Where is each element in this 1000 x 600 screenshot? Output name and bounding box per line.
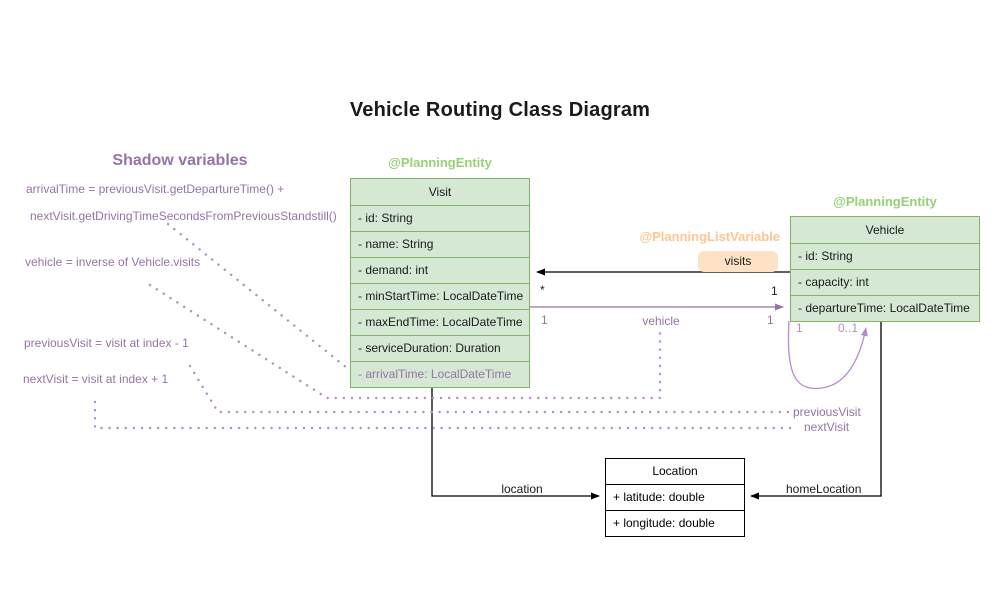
visits-source-multiplicity: 1 xyxy=(771,284,778,298)
previousvisit-edge-label: previousVisit xyxy=(793,405,861,419)
location-class-name: Location xyxy=(652,464,698,478)
visits-target-multiplicity: * xyxy=(540,283,545,297)
vehicle-class-name: Vehicle xyxy=(865,223,905,237)
location-attr-longitude: + longitude: double xyxy=(606,510,744,536)
visit-class-box[interactable]: Visit - id: String - name: String - dema… xyxy=(350,178,530,388)
diagram-title: Vehicle Routing Class Diagram xyxy=(349,99,651,121)
visit-attr-arrivaltime-shadow: - arrivalTime: LocalDateTime xyxy=(351,361,529,387)
vehicle-attr-departuretime: - departureTime: LocalDateTime xyxy=(791,295,979,321)
vehicle-class-box[interactable]: Vehicle - id: String - capacity: int - d… xyxy=(790,216,980,322)
shadow-line-previousvisit: previousVisit = visit at index - 1 xyxy=(24,336,189,350)
visit-attr-demand: - demand: int xyxy=(351,257,529,283)
self-loop-left-multiplicity: 1 xyxy=(796,321,803,335)
visit-attr-maxendtime: - maxEndTime: LocalDateTime xyxy=(351,309,529,335)
shadow-line-vehicle: vehicle = inverse of Vehicle.visits xyxy=(25,255,201,269)
shadow-variables-heading: Shadow variables xyxy=(112,152,248,169)
vehicle-edge-left-multiplicity: 1 xyxy=(541,313,548,327)
home-location-edge-label: homeLocation xyxy=(786,482,862,496)
vehicle-planning-entity-annotation: @PlanningEntity xyxy=(833,194,937,209)
edge-location xyxy=(431,386,600,500)
visit-attr-minstarttime: - minStartTime: LocalDateTime xyxy=(351,283,529,309)
vehicle-edge-right-multiplicity: 1 xyxy=(767,313,774,327)
location-class-box[interactable]: Location + latitude: double + longitude:… xyxy=(605,458,745,537)
planning-list-variable-annotation: @PlanningListVariable xyxy=(639,229,780,244)
visit-attr-name: - name: String xyxy=(351,231,529,257)
self-loop-right-multiplicity: 0..1 xyxy=(838,321,859,335)
shadow-line-nextvisit: nextVisit = visit at index + 1 xyxy=(23,372,169,386)
visit-planning-entity-annotation: @PlanningEntity xyxy=(388,155,492,170)
visit-attr-serviceduration: - serviceDuration: Duration xyxy=(351,335,529,361)
vehicle-edge-label: vehicle xyxy=(642,314,680,328)
location-edge-label: location xyxy=(501,482,543,496)
visit-attr-id: - id: String xyxy=(351,205,529,231)
vehicle-attr-id: - id: String xyxy=(791,243,979,269)
dotted-arrivaltime-connector xyxy=(166,222,349,370)
dotted-nextvisit-connector xyxy=(93,400,800,430)
shadow-line-arrivaltime-cont: nextVisit.getDrivingTimeSecondsFromPrevi… xyxy=(30,209,337,223)
visit-class-name: Visit xyxy=(428,185,452,199)
visits-edge-label-badge[interactable]: visits xyxy=(698,251,778,272)
shadow-line-arrivaltime: arrivalTime = previousVisit.getDeparture… xyxy=(26,182,285,196)
location-attr-latitude: + latitude: double xyxy=(606,484,744,510)
nextvisit-edge-label: nextVisit xyxy=(804,420,850,434)
vehicle-attr-capacity: - capacity: int xyxy=(791,269,979,295)
